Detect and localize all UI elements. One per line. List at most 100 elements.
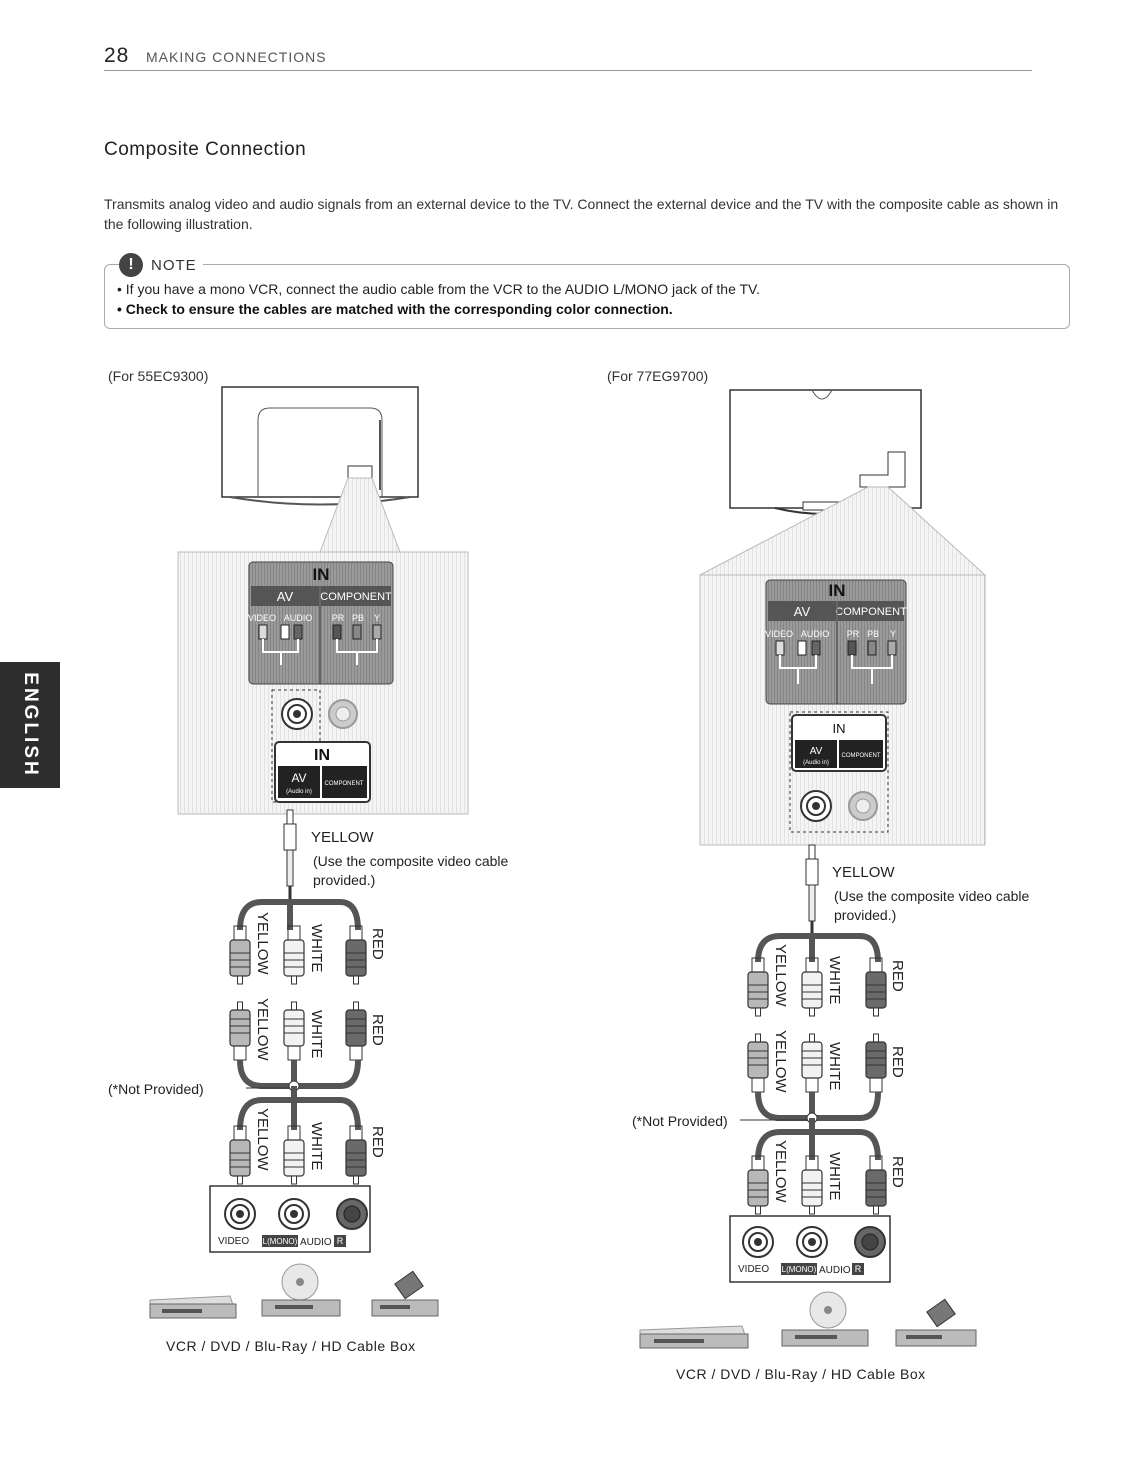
label-yellow: YELLOW (254, 998, 271, 1061)
panel-component-label: COMPONENT (835, 606, 907, 618)
not-provided-label: (*Not Provided) (108, 1081, 204, 1097)
note-item: If you have a mono VCR, connect the audi… (117, 279, 760, 299)
cable-note-line2: provided.) (834, 907, 896, 923)
label-white: WHITE (826, 956, 843, 1004)
panel-component-label: COMPONENT (320, 591, 392, 603)
panel-pb-label: PB (867, 629, 879, 639)
label-white: WHITE (826, 1152, 843, 1200)
plug-labels-right: YELLOW WHITE RED YELLOW WHITE RED YELLOW… (772, 944, 906, 1203)
jack-video-label: VIDEO (218, 1236, 249, 1247)
label-red: RED (369, 928, 386, 960)
vcr-icon (639, 1325, 749, 1349)
plug-red (345, 1001, 367, 1061)
jack-r-label: R (337, 1236, 344, 1246)
panel-audio-label: AUDIO (284, 613, 313, 623)
jack-r-label: R (855, 1264, 862, 1274)
cable-note-line2: provided.) (313, 872, 375, 888)
panel-pb-label: PB (352, 613, 364, 623)
tv-outline-left (221, 386, 419, 506)
in-panel-left: IN AV COMPONENT VIDEO AUDIO PR PB Y (248, 561, 394, 685)
plug-red (865, 1033, 887, 1093)
plug-white (801, 1155, 823, 1215)
device-jack-panel-left: VIDEO L(MONO) AUDIO R (209, 1185, 371, 1253)
panel-av-label: AV (277, 589, 294, 604)
plug-white (801, 1033, 823, 1093)
note-item: Check to ensure the cables are matched w… (117, 299, 760, 319)
in-panel-right: IN AV COMPONENT VIDEO AUDIO PR PB Y (765, 579, 907, 705)
dvd-icon (781, 1291, 869, 1347)
plug-white (283, 1001, 305, 1061)
label-yellow: YELLOW (254, 1108, 271, 1171)
devices-left (149, 1263, 439, 1319)
jack-audio-label: AUDIO (819, 1265, 851, 1276)
dvd-icon (261, 1263, 341, 1317)
label-red: RED (889, 960, 906, 992)
label-yellow: YELLOW (254, 912, 271, 975)
av-in-av: AV (291, 771, 306, 785)
plug-white (283, 1125, 305, 1185)
language-tab: ENGLISH (0, 662, 60, 788)
av-in-label-left: IN AV (Audio in) COMPONENT (274, 741, 371, 803)
note-label: NOTE (151, 256, 197, 274)
diagram-left: IN AV COMPONENT VIDEO AUDIO PR PB Y (108, 386, 509, 1319)
device-jack-panel-right: VIDEO L(MONO) AUDIO R (729, 1215, 891, 1283)
plug-yellow (229, 925, 251, 985)
label-yellow: YELLOW (772, 944, 789, 1007)
jack-video-label: VIDEO (738, 1264, 769, 1275)
page-header: 28 MAKING CONNECTIONS (104, 44, 1032, 71)
av-in-audio: (Audio in) (803, 760, 829, 766)
plug-red (345, 1125, 367, 1185)
panel-y-label: Y (890, 629, 896, 639)
label-red: RED (889, 1156, 906, 1188)
model-label-left: (For 55EC9300) (108, 368, 209, 384)
device-caption-left: VCR / DVD / Blu-Ray / HD Cable Box (166, 1338, 416, 1354)
panel-pr-label: PR (847, 629, 860, 639)
model-label-right: (For 77EG9700) (607, 368, 709, 384)
panel-y-label: Y (374, 613, 380, 623)
video-cable-right (805, 844, 819, 934)
vcr-icon (149, 1295, 237, 1319)
plug-white (801, 957, 823, 1017)
jack-lmono-label: L(MONO) (782, 1265, 817, 1274)
label-white: WHITE (308, 1010, 325, 1058)
plug-yellow (229, 1001, 251, 1061)
label-red: RED (369, 1126, 386, 1158)
section-name: MAKING CONNECTIONS (146, 49, 327, 65)
page-number: 28 (104, 44, 130, 67)
devices-right (639, 1291, 977, 1349)
av-in-audio: (Audio in) (286, 789, 312, 795)
exclamation-icon: ! (119, 253, 143, 277)
plug-labels-left: YELLOW WHITE RED YELLOW WHITE RED YELLOW… (254, 912, 386, 1171)
intro-paragraph: Transmits analog video and audio signals… (104, 196, 1059, 232)
av-in-title: IN (314, 747, 330, 764)
plug-yellow (747, 957, 769, 1017)
cable-box-icon (371, 1270, 439, 1317)
av-cable-set-right (740, 933, 887, 1215)
panel-video-label: VIDEO (248, 613, 276, 623)
plug-red (865, 1155, 887, 1215)
label-red: RED (889, 1046, 906, 1078)
panel-in-label: IN (829, 581, 846, 600)
cable-note-line1: (Use the composite video cable (313, 853, 509, 869)
panel-audio-label: AUDIO (801, 629, 830, 639)
plug-yellow (747, 1033, 769, 1093)
label-white: WHITE (308, 1122, 325, 1170)
device-caption-right: VCR / DVD / Blu-Ray / HD Cable Box (676, 1366, 926, 1382)
note-header: ! NOTE (119, 253, 203, 277)
plug-white (283, 925, 305, 985)
note-list: If you have a mono VCR, connect the audi… (117, 279, 760, 319)
panel-in-label: IN (313, 565, 330, 584)
not-provided-label: (*Not Provided) (632, 1113, 728, 1129)
diagram-right: IN AV COMPONENT VIDEO AUDIO PR PB Y IN A (632, 389, 1030, 1349)
video-cable-left (283, 809, 297, 900)
av-cable-set-left (229, 899, 367, 1185)
cable-box-icon (895, 1298, 977, 1347)
label-white: WHITE (826, 1042, 843, 1090)
cable-color-label: YELLOW (311, 829, 374, 846)
panel-video-label: VIDEO (765, 629, 793, 639)
cable-note-line1: (Use the composite video cable (834, 888, 1030, 904)
label-yellow: YELLOW (772, 1140, 789, 1203)
plug-red (345, 925, 367, 985)
av-in-label-right: IN AV (Audio in) COMPONENT (791, 714, 887, 772)
